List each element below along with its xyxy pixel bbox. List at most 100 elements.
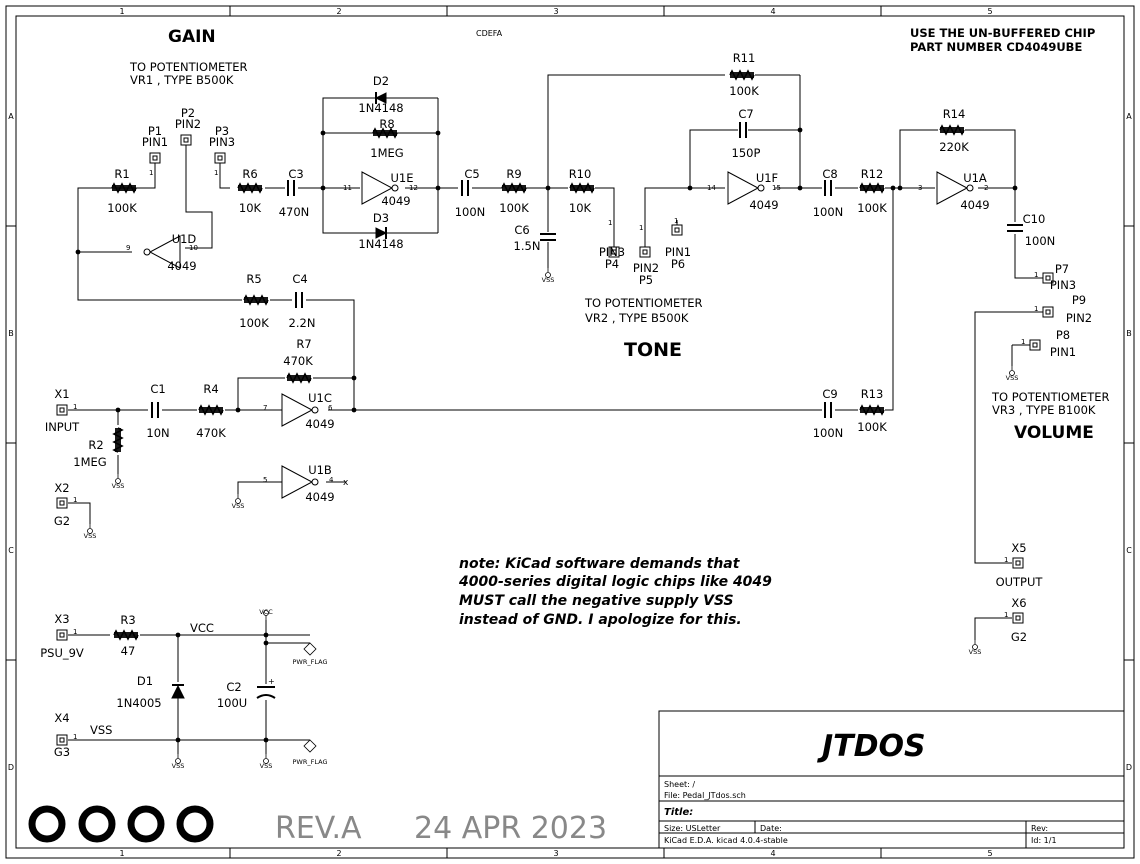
row-label-right: B [1126,329,1132,338]
pot3-note-line1: TO POTENTIOMETER [991,390,1110,404]
u1c-value: 4049 [305,417,334,431]
p8-pin: 1 [1021,338,1025,346]
pot1-note-line1: TO POTENTIOMETER [129,60,248,74]
u1b-ref: U1B [308,463,332,477]
d3-value: 1N4148 [358,237,403,251]
r5-ref: R5 [246,272,261,286]
u1e-pin-in: 11 [343,184,352,192]
kicad-note-line2: 4000-series digital logic chips like 404… [458,574,772,590]
title-label: Title: [664,807,693,818]
p8-name: PIN1 [1050,345,1076,359]
r8-ref: R8 [379,117,394,131]
p3-ref: P3 [215,124,229,138]
mounting-holes [28,805,214,843]
c10-ref: C10 [1023,212,1046,226]
c7-ref: C7 [738,107,753,121]
chip-note-line2: PART NUMBER CD4049UBE [910,40,1082,54]
u1d-ref: U1D [172,232,197,246]
p2-ref: P2 [181,106,195,120]
r2-ref: R2 [88,438,103,452]
x5-pin: 1 [1004,556,1008,564]
c8-value: 100N [813,205,844,219]
r12-value: 100K [857,201,887,215]
p4-ref: P4 [605,257,619,271]
vcc-label: VCC [259,608,273,616]
x1-name: INPUT [45,420,80,434]
d2-ref: D2 [373,74,389,88]
u1b-value: 4049 [305,490,334,504]
kicad-note-line1: note: KiCad software demands that [459,556,741,572]
p5-pin: 1 [639,224,643,232]
r13-value: 100K [857,420,887,434]
d1-ref: D1 [137,674,153,688]
c3-ref: C3 [288,167,303,181]
date-field-label: Date: [760,824,782,833]
u1f-value: 4049 [749,198,778,212]
x5-ref: X5 [1011,541,1026,555]
r7-ref: R7 [296,337,311,351]
p6-ref: P6 [671,257,685,271]
x6-pin: 1 [1004,611,1008,619]
c6-ref: C6 [514,223,529,237]
p1-ref: P1 [148,124,162,138]
date-label: 24 APR 2023 [414,811,607,846]
r8-value: 1MEG [370,146,403,160]
r12-ref: R12 [861,167,884,181]
connector-symbols [56,134,1054,746]
title-block [658,710,1125,849]
r4-value: 470K [196,426,226,440]
resistor-symbols [111,70,965,640]
x1-pin: 1 [73,403,77,411]
r11-ref: R11 [733,51,756,65]
sheet-label: Sheet: / [664,780,695,789]
c5-value: 100N [455,205,486,219]
u1d-pin-out: 10 [189,244,198,252]
p9-ref: P9 [1072,293,1086,307]
r10-value: 10K [569,201,592,215]
u1a-ref: U1A [963,171,987,185]
x5-name: OUTPUT [996,575,1044,589]
pwr-flag-symbols [303,642,317,753]
r1-value: 100K [107,201,137,215]
c4-ref: C4 [292,272,307,286]
pot2-note-line1: TO POTENTIOMETER [584,296,703,310]
top-code-label: CDEFA [476,29,503,38]
u1b-pin-out: 4 [329,476,334,484]
c2-polarity: + [268,677,275,686]
c9-value: 100N [813,426,844,440]
col-label-bottom: 1 [119,849,124,858]
row-label-right: C [1126,546,1132,555]
pot3-note-line2: VR3 , TYPE B100K [992,403,1096,417]
u1c-pin-in: 7 [263,404,267,412]
x4-name: G3 [54,745,70,759]
p5-ref: P5 [639,273,653,287]
size-label: Size: USLetter [664,824,721,833]
vss-label-c2: VSS [260,762,273,770]
col-label-top: 1 [119,7,124,16]
pot2-note-line2: VR2 , TYPE B500K [585,311,689,325]
r6-ref: R6 [242,167,257,181]
p3-pin: 1 [214,169,218,177]
c9-ref: C9 [822,387,837,401]
vcc-symbol [263,610,269,620]
pot1-note-line2: VR1 , TYPE B500K [130,73,234,87]
r13-ref: R13 [861,387,884,401]
p7-name: PIN3 [1050,278,1076,292]
x6-name: G2 [1011,630,1027,644]
id-label: Id: 1/1 [1031,836,1057,845]
c2-ref: C2 [226,680,241,694]
pwr-flag-label-1: PWR_FLAG [293,658,328,666]
u1f-pin-in: 14 [707,184,716,192]
x2-ref: X2 [54,481,69,495]
p5-name: PIN2 [633,261,659,275]
col-label-bottom: 4 [770,849,775,858]
x2-name: G2 [54,514,70,528]
c3-value: 470N [279,205,310,219]
u1c-pin-out: 6 [328,404,333,412]
r4-ref: R4 [203,382,218,396]
p3-name: PIN3 [209,135,235,149]
col-label-bottom: 5 [987,849,992,858]
gain-heading: GAIN [168,27,216,47]
c7-value: 150P [732,146,761,160]
c5-ref: C5 [464,167,479,181]
